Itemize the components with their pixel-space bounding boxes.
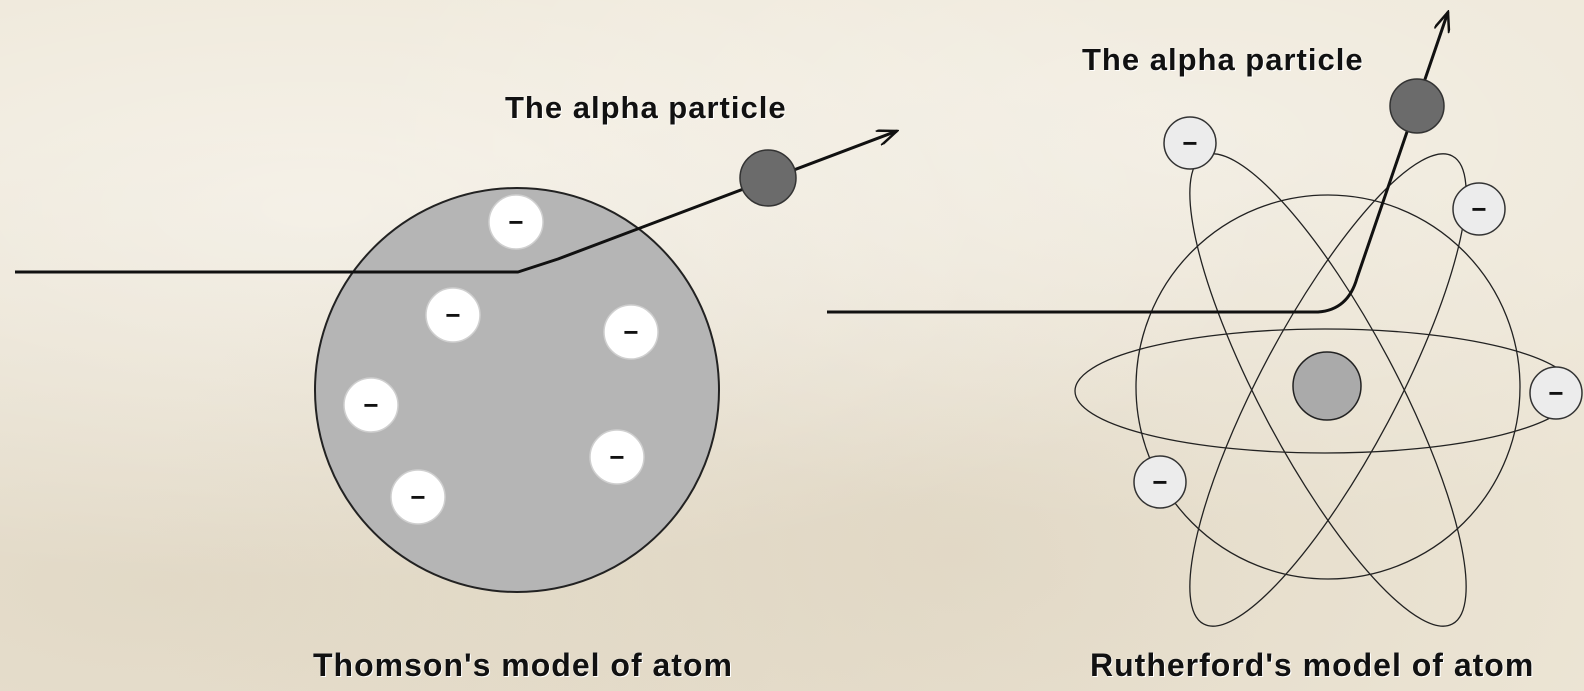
rutherford-electron: − <box>1134 456 1186 508</box>
thomson-caption: Thomson's model of atom <box>313 647 733 684</box>
thomson-electron: − <box>426 288 480 342</box>
rutherford-model: − − − − <box>827 12 1582 656</box>
svg-text:−: − <box>1548 378 1563 408</box>
svg-text:−: − <box>623 317 638 347</box>
rutherford-nucleus <box>1293 352 1361 420</box>
svg-text:−: − <box>445 300 460 330</box>
rutherford-caption: Rutherford's model of atom <box>1090 647 1534 684</box>
svg-text:−: − <box>363 390 378 420</box>
rutherford-alpha-particle <box>1390 79 1444 133</box>
thomson-electron: − <box>590 430 644 484</box>
svg-text:−: − <box>1471 194 1486 224</box>
rutherford-alpha-label: The alpha particle <box>1082 42 1364 78</box>
svg-text:−: − <box>508 207 523 237</box>
svg-text:−: − <box>1152 467 1167 497</box>
thomson-alpha-particle <box>740 150 796 206</box>
rutherford-electron: − <box>1453 183 1505 235</box>
thomson-electron: − <box>391 470 445 524</box>
thomson-model: − − − − − − <box>15 131 897 592</box>
svg-text:−: − <box>1182 128 1197 158</box>
thomson-alpha-label: The alpha particle <box>505 90 787 126</box>
svg-text:−: − <box>410 482 425 512</box>
svg-text:−: − <box>609 442 624 472</box>
rutherford-electron: − <box>1530 367 1582 419</box>
thomson-electron: − <box>604 305 658 359</box>
rutherford-electron: − <box>1164 117 1216 169</box>
thomson-electron: − <box>344 378 398 432</box>
thomson-electron: − <box>489 195 543 249</box>
